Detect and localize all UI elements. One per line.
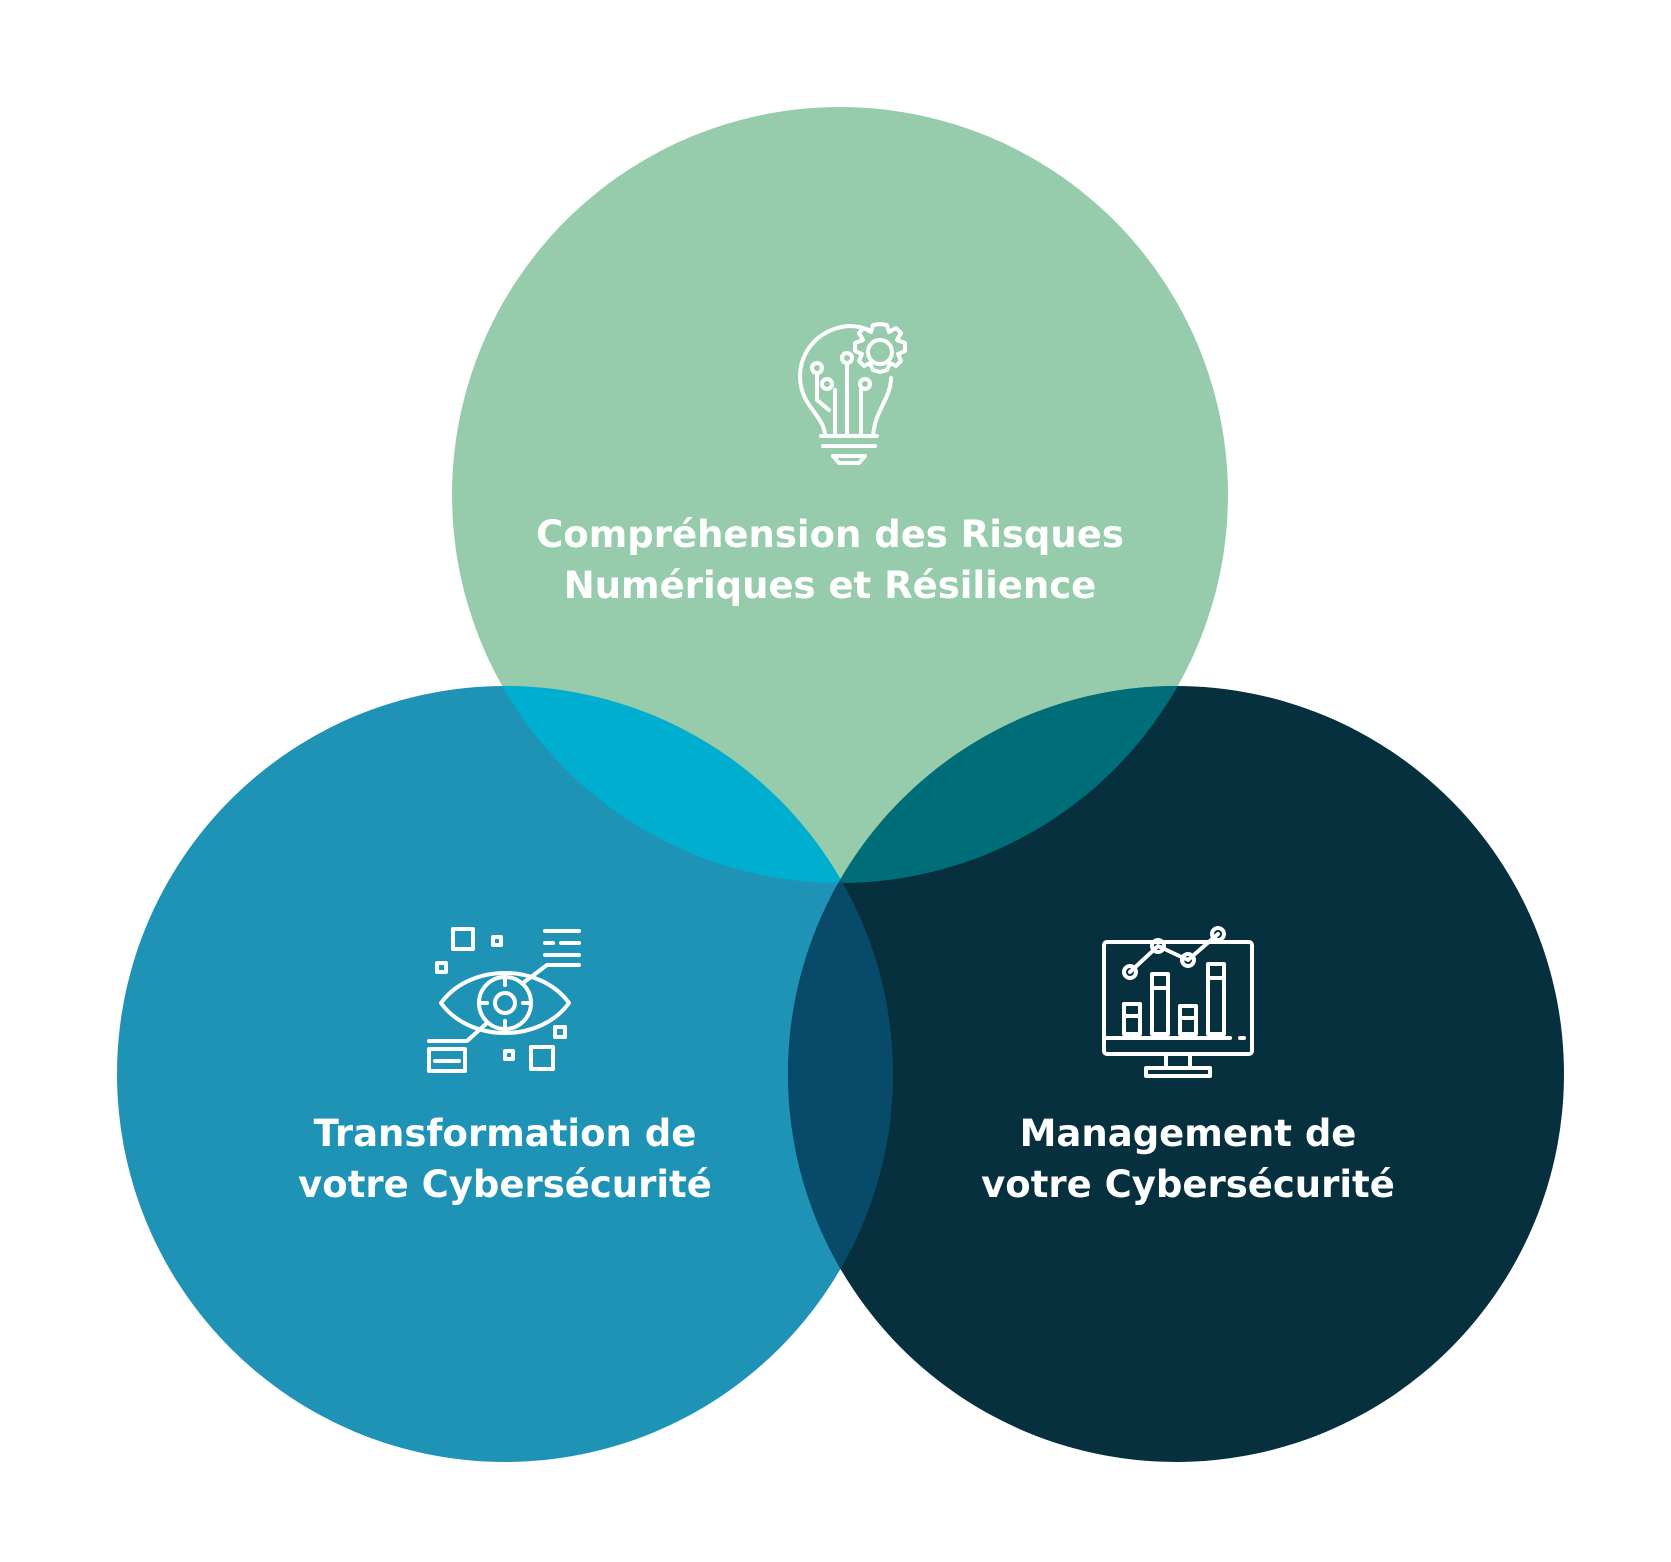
label-right-line1: Management de	[1020, 1112, 1357, 1155]
monitor-chart-icon	[1102, 926, 1254, 1078]
circle-left	[117, 686, 893, 1462]
label-top-line1: Compréhension des Risques	[536, 513, 1124, 556]
circle-top	[452, 107, 1228, 883]
label-left-line1: Transformation de	[314, 1112, 697, 1155]
lightbulb-gear-icon	[798, 322, 907, 465]
label-top-line2: Numériques et Résilience	[564, 564, 1097, 607]
label-left-line2: votre Cybersécurité	[298, 1163, 712, 1206]
eye-target-icon	[427, 927, 581, 1073]
label-right-line2: votre Cybersécurité	[981, 1163, 1395, 1206]
